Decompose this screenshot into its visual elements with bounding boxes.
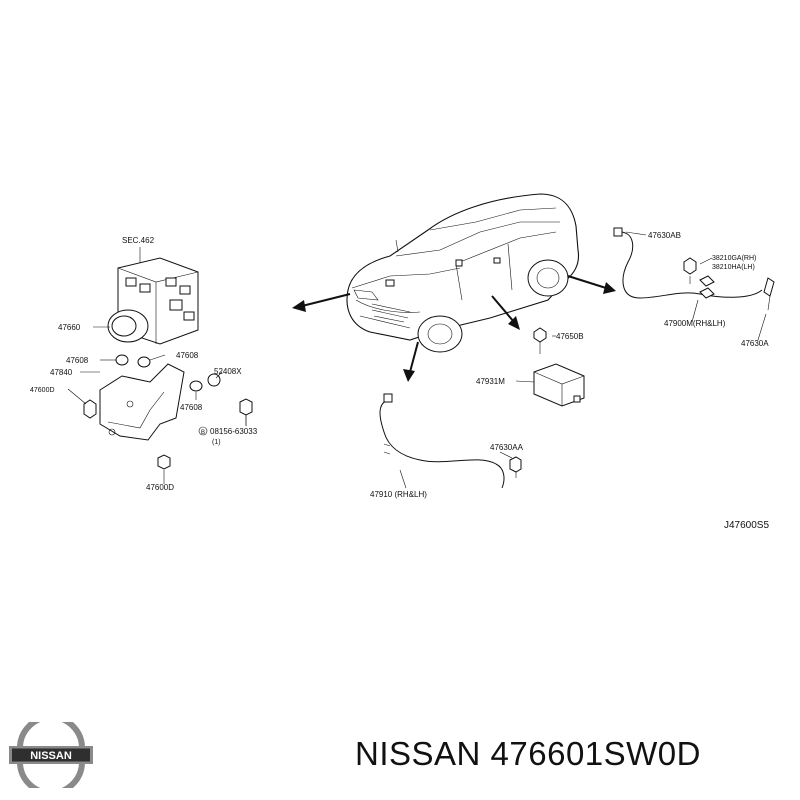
- label-08156-63033: 08156-63033: [210, 427, 258, 436]
- diagram-code: J47600S5: [724, 520, 769, 531]
- nissan-logo-text: NISSAN: [30, 750, 72, 762]
- label-47608-left: 47608: [66, 356, 89, 365]
- label-38210ha: 38210HA(LH): [712, 264, 755, 271]
- label-47660: 47660: [58, 323, 81, 332]
- yaw-rate-sensor: [515, 327, 585, 407]
- label-47650b: 47650B: [556, 332, 584, 341]
- pointer-arrows: [292, 275, 616, 382]
- svg-text:B: B: [201, 430, 205, 436]
- nissan-logo: NISSAN: [9, 722, 93, 788]
- part-title: NISSAN 476601SW0D: [355, 735, 701, 772]
- abs-actuator-assembly: [67, 247, 253, 484]
- label-08156-qty: (1): [212, 439, 221, 446]
- label-47630ab: 47630AB: [648, 231, 681, 240]
- label-47910: 47910 (RH&LH): [370, 490, 427, 499]
- label-47630a: 47630A: [741, 339, 769, 348]
- label-47900m: 47900M(RH&LH): [664, 319, 726, 328]
- front-wheel-sensor: [379, 393, 522, 489]
- label-52408x: 52408X: [214, 367, 242, 376]
- rear-wheel-sensor: [613, 227, 775, 341]
- label-47630aa: 47630AA: [490, 443, 524, 452]
- label-47608-right: 47608: [176, 351, 199, 360]
- label-47600d-lower: 47600D: [146, 483, 174, 492]
- label-47840: 47840: [50, 368, 73, 377]
- label-47931m: 47931M: [476, 377, 505, 386]
- label-38210ga: 38210GA(RH): [712, 255, 756, 262]
- label-sec-462: SEC.462: [122, 236, 155, 245]
- label-47608-lower: 47608: [180, 403, 203, 412]
- vehicle-outline: [346, 193, 580, 353]
- label-47600d-upper: 47600D: [30, 387, 55, 394]
